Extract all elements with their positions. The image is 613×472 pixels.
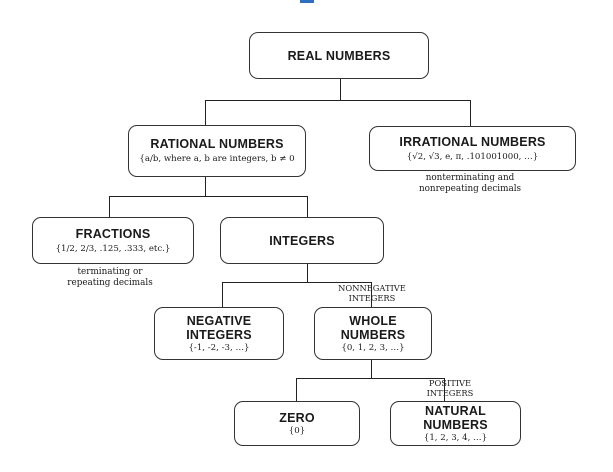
positive-integers-note: POSITIVE INTEGERS xyxy=(410,378,490,398)
connector-whole-down xyxy=(371,360,372,378)
irrational-numbers-box: IRRATIONAL NUMBERS {√2, √3, e, π, .10100… xyxy=(369,126,576,171)
connector-whole-branch xyxy=(296,378,445,379)
fractions-note-line2: repeating decimals xyxy=(67,278,153,288)
connector-integers-down xyxy=(307,264,308,282)
irrational-note-line1: nonterminating and xyxy=(425,173,515,183)
connector-to-whole xyxy=(371,282,372,307)
connector-rational-down xyxy=(205,177,206,196)
zero-title: ZERO xyxy=(279,410,315,425)
connector-real-branch xyxy=(205,100,471,101)
rational-numbers-subtitle: {a/b, where a, b are integers, b ≠ 0 xyxy=(139,154,295,164)
irrational-numbers-title: IRRATIONAL NUMBERS xyxy=(399,134,546,149)
fractions-title: FRACTIONS xyxy=(75,226,151,241)
rational-numbers-title: RATIONAL NUMBERS xyxy=(150,137,284,151)
negative-integers-box: NEGATIVE INTEGERS {-1, -2, -3, …} xyxy=(154,307,284,360)
irrational-numbers-subtitle: {√2, √3, e, π, .101001000, …} xyxy=(406,151,539,162)
connector-integers-branch xyxy=(222,282,372,283)
negative-integers-title-line1: NEGATIVE xyxy=(186,313,252,328)
irrational-note-line2: nonrepeating decimals xyxy=(418,184,522,194)
connector-to-fractions xyxy=(109,196,110,217)
top-accent-mark xyxy=(300,0,314,3)
nonnegative-note-line2: INTEGERS xyxy=(348,293,396,303)
connector-to-zero xyxy=(296,378,297,401)
irrational-note: nonterminating and nonrepeating decimals xyxy=(395,173,545,195)
positive-note-line2: INTEGERS xyxy=(426,388,474,398)
real-numbers-box: REAL NUMBERS xyxy=(249,32,429,79)
rational-numbers-box: RATIONAL NUMBERS {a/b, where a, b are in… xyxy=(128,125,306,177)
negative-integers-subtitle: {-1, -2, -3, …} xyxy=(188,342,250,353)
negative-integers-title-line2: INTEGERS xyxy=(186,327,252,342)
whole-numbers-title-line1: WHOLE xyxy=(349,313,397,328)
connector-real-down xyxy=(340,79,341,100)
fractions-note-line1: terminating or xyxy=(77,267,143,277)
whole-numbers-box: WHOLE NUMBERS {0, 1, 2, 3, …} xyxy=(314,307,432,360)
integers-title: INTEGERS xyxy=(269,233,335,248)
natural-numbers-subtitle: {1, 2, 3, 4, …} xyxy=(423,432,488,443)
connector-to-natural xyxy=(444,378,445,401)
fractions-subtitle: {1/2, 2/3, .125, .333, etc.} xyxy=(55,243,171,254)
fractions-note: terminating or repeating decimals xyxy=(40,267,180,289)
connector-rational-branch xyxy=(109,196,308,197)
nonnegative-integers-note: NONNEGATIVE INTEGERS xyxy=(322,283,422,303)
connector-to-negative xyxy=(222,282,223,307)
connector-to-rational xyxy=(205,100,206,125)
nonnegative-note-line1: NONNEGATIVE xyxy=(338,283,406,293)
natural-numbers-title-line2: NUMBERS xyxy=(423,417,488,432)
natural-numbers-box: NATURAL NUMBERS {1, 2, 3, 4, …} xyxy=(390,401,521,446)
zero-box: ZERO {0} xyxy=(234,401,360,446)
connector-to-integers xyxy=(307,196,308,217)
connector-to-irrational xyxy=(470,100,471,126)
natural-numbers-title-line1: NATURAL xyxy=(425,403,486,418)
real-numbers-title: REAL NUMBERS xyxy=(287,48,391,63)
integers-box: INTEGERS xyxy=(220,217,384,264)
whole-numbers-title-line2: NUMBERS xyxy=(340,327,406,342)
whole-numbers-subtitle: {0, 1, 2, 3, …} xyxy=(341,342,405,353)
zero-subtitle: {0} xyxy=(288,425,306,436)
fractions-box: FRACTIONS {1/2, 2/3, .125, .333, etc.} xyxy=(32,217,194,264)
positive-note-line1: POSITIVE xyxy=(428,378,472,388)
